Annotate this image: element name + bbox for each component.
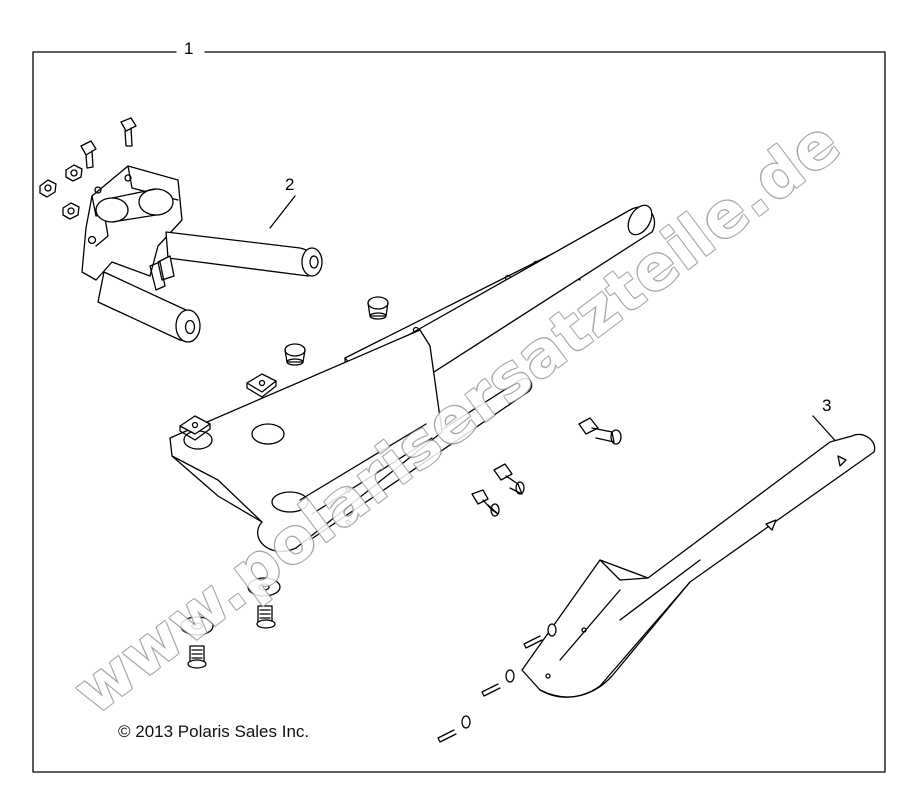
nut-icon bbox=[39, 179, 57, 198]
washer-icon bbox=[247, 577, 281, 597]
screw-icon bbox=[481, 683, 501, 697]
bolt-icon bbox=[493, 463, 525, 495]
callout-2: 2 bbox=[285, 175, 295, 194]
leader-2 bbox=[269, 195, 296, 229]
washer-icon bbox=[547, 623, 557, 637]
nut-icon bbox=[62, 202, 80, 220]
bracket-2-icon bbox=[81, 165, 323, 343]
screw-icon bbox=[437, 729, 457, 743]
rivet-icon bbox=[187, 645, 207, 669]
rivet-icon bbox=[256, 605, 276, 629]
grommet-icon bbox=[367, 296, 389, 320]
screw-icon bbox=[523, 635, 543, 649]
washer-icon bbox=[461, 715, 471, 729]
clip-nut-icon bbox=[246, 373, 277, 398]
assembly-frame bbox=[32, 51, 886, 773]
clip-nut-icon bbox=[179, 415, 211, 441]
callout-1: 1 bbox=[184, 39, 194, 58]
bolt-icon bbox=[80, 140, 97, 169]
nut-icon bbox=[65, 164, 83, 182]
grommet-icon bbox=[284, 343, 306, 366]
bolt-icon bbox=[578, 417, 622, 445]
callout-3: 3 bbox=[822, 396, 832, 415]
rail-assembly-icon bbox=[169, 204, 656, 553]
copyright-text: © 2013 Polaris Sales Inc. bbox=[118, 722, 310, 741]
washer-icon bbox=[180, 616, 214, 636]
bolt-icon bbox=[120, 117, 137, 147]
guard-3-icon bbox=[521, 433, 876, 698]
bolt-icon bbox=[471, 489, 500, 517]
washer-icon bbox=[505, 669, 515, 683]
